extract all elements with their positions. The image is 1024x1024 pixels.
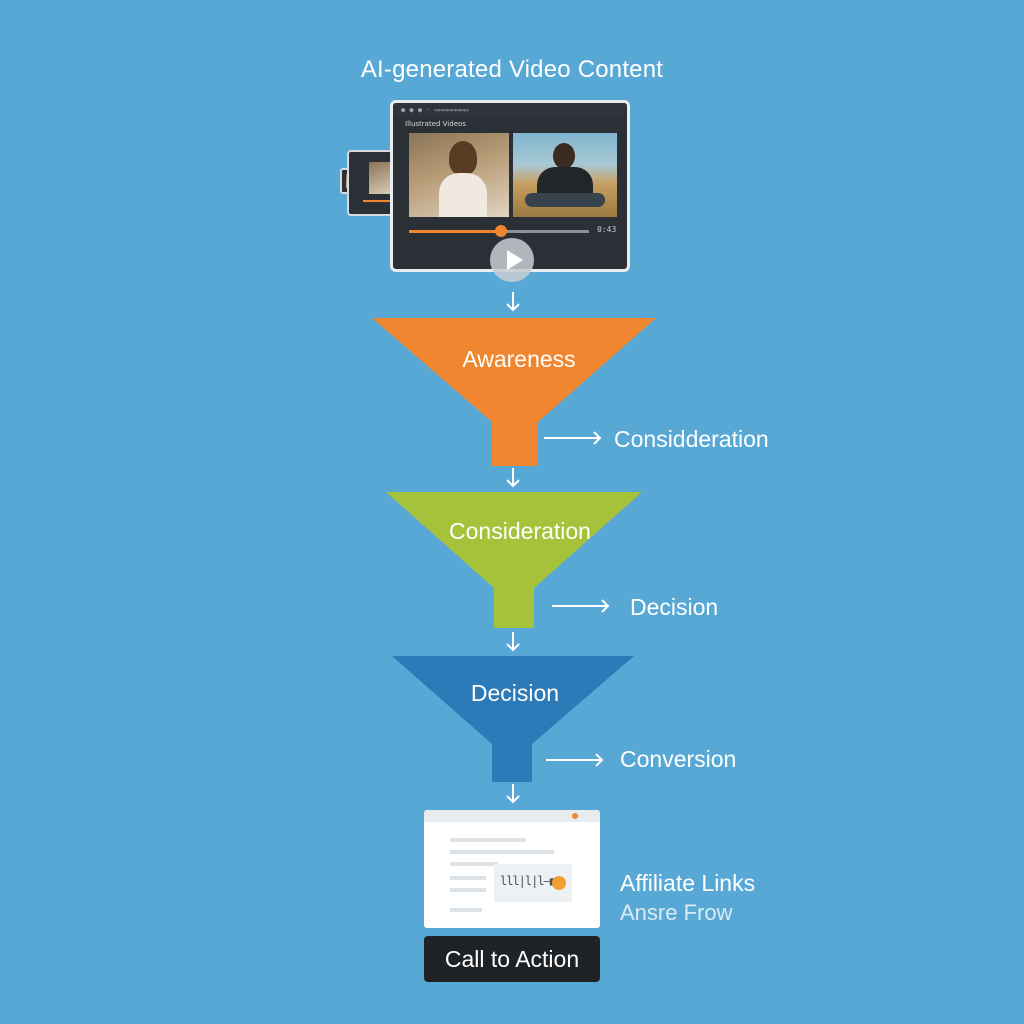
arrow-right-icon	[544, 750, 606, 775]
player-toolbar: ● ● ● · ▭▭▭▭▭▭▭▭	[393, 103, 627, 117]
progress-fill	[409, 230, 501, 233]
arrow-right-icon	[542, 428, 604, 453]
card-media-block[interactable]: lll|l|l—■■	[494, 864, 572, 902]
arrow-down-icon	[503, 290, 523, 314]
card-browser-bar	[424, 810, 600, 822]
woman-head	[449, 141, 477, 175]
next-stage-label-considderation: Considderation	[614, 426, 769, 452]
player-toolbar-text: ● ● ● · ▭▭▭▭▭▭▭▭	[401, 106, 469, 114]
player-time: 0:43	[597, 225, 617, 234]
man-legs	[525, 193, 605, 207]
card-text-line	[450, 838, 526, 842]
diagram-title: AI-generated Video Content	[360, 56, 664, 83]
affiliate-subtitle: Ansre Frow	[620, 900, 733, 925]
card-status-dot	[572, 813, 578, 819]
card-text-line	[450, 862, 498, 866]
call-to-action-button[interactable]: Call to Action	[424, 936, 600, 982]
woman-body	[439, 173, 487, 217]
card-text-line	[450, 908, 482, 912]
arrow-down-icon	[503, 466, 523, 490]
funnel-stage-awareness	[372, 318, 656, 466]
play-button-icon[interactable]	[490, 238, 534, 282]
tablet-progress-fill	[363, 200, 393, 202]
card-text-line	[450, 888, 486, 892]
affiliate-links-label[interactable]: Affiliate Links	[620, 870, 756, 896]
arrow-right-icon	[550, 596, 612, 621]
progress-knob[interactable]	[494, 225, 507, 237]
next-stage-label-decision: Decision	[630, 594, 719, 620]
funnel-shape-awareness	[372, 318, 656, 466]
funnel-shape-decision	[392, 656, 634, 782]
funnel-stage-decision	[392, 656, 634, 782]
funnel-label-consideration: Consideration	[449, 518, 591, 544]
landing-page-card: lll|l|l—■■	[424, 810, 600, 928]
man-head	[553, 143, 575, 169]
card-media-emblem-icon	[552, 876, 566, 890]
funnel-label-awareness: Awareness	[462, 346, 576, 372]
card-text-line	[450, 850, 554, 854]
player-subtitle: Illustrated Videos	[405, 120, 466, 128]
video-player: ● ● ● · ▭▭▭▭▭▭▭▭ Illustrated Videos 0:43	[390, 100, 630, 272]
video-frame-woman	[409, 133, 509, 217]
funnel-stage-consideration	[386, 492, 642, 628]
arrow-down-icon	[503, 782, 523, 806]
video-frame-man	[513, 133, 617, 217]
funnel-label-decision: Decision	[470, 680, 560, 706]
arrow-down-icon	[503, 630, 523, 654]
card-text-line	[450, 876, 486, 880]
next-stage-label-conversion: Conversion	[620, 746, 737, 772]
card-media-text: lll|l|l—■■	[500, 874, 563, 888]
funnel-shape-consideration	[386, 492, 642, 628]
